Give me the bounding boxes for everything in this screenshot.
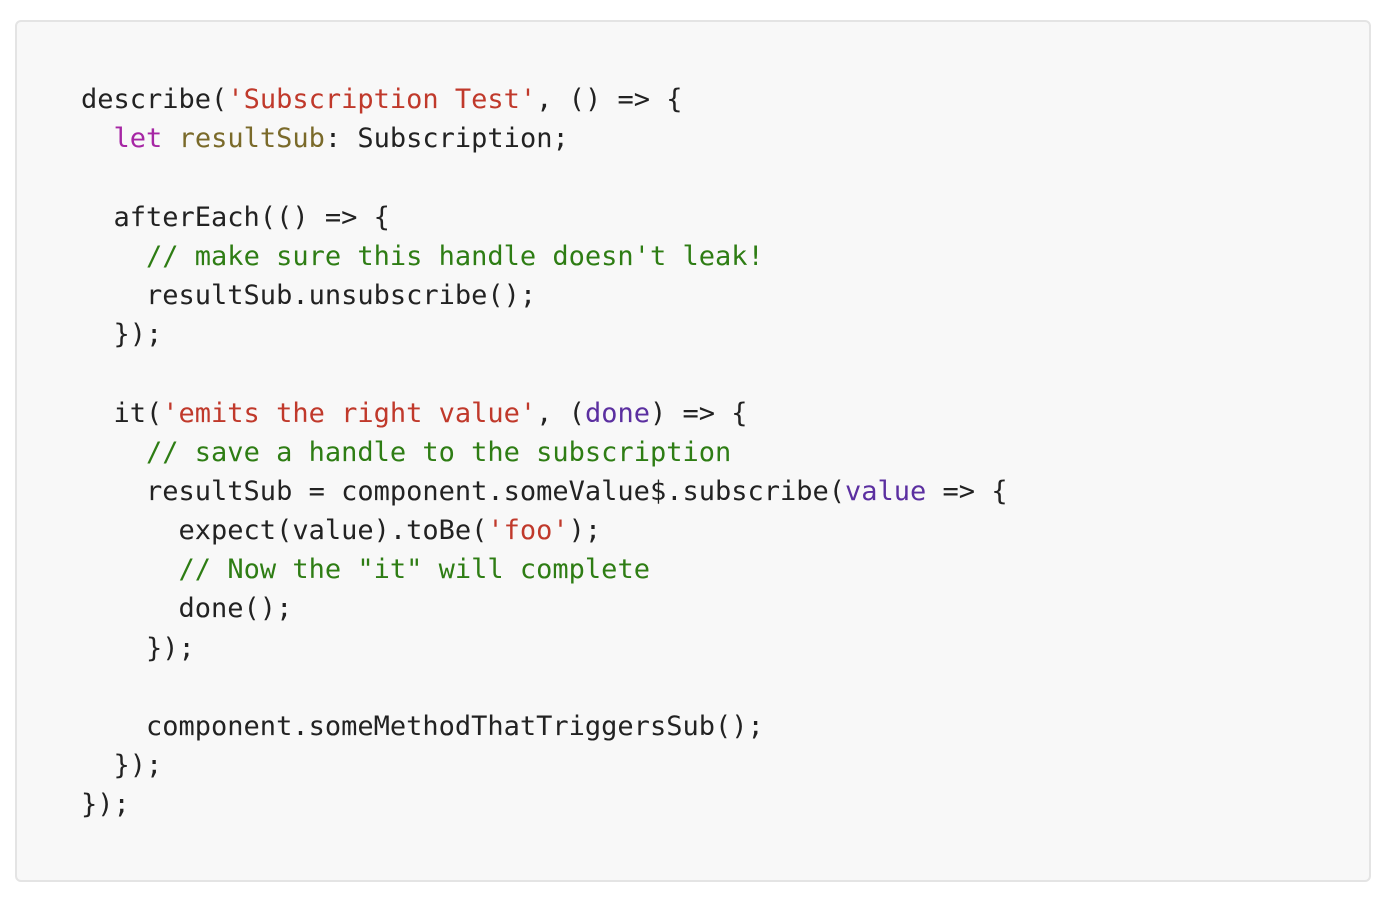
code-token-parameter: value [845,475,927,507]
code-token-text: done(); [81,593,293,625]
code-token-text [81,241,146,272]
code-token-text: : Subscription; [324,123,569,155]
code-token-text: it( [81,397,163,429]
code-token-text [81,554,179,585]
code-token-keyword: let [113,123,163,155]
code-line: resultSub = component.someValue$.subscri… [81,472,1008,511]
code-token-text: component.someMethodThatTriggersSub(); [81,711,764,742]
code-token-comment: // Now the "it" will complete [178,554,650,586]
code-token-string: 'foo' [487,515,569,547]
code-token-text: => { [926,475,1008,507]
code-content: describe('Subscription Test', () => { le… [81,80,1008,825]
code-token-string: 'emits the right value' [162,397,537,429]
code-line: // save a handle to the subscription [81,433,1008,472]
code-line: expect(value).toBe('foo'); [81,511,1008,550]
code-token-text: ); [568,515,602,547]
code-token-text: }); [81,632,195,664]
code-line: afterEach(() => { [81,198,1008,237]
code-line: // make sure this handle doesn't leak! [81,237,1008,276]
code-token-text: }); [81,789,130,821]
code-line: resultSub.unsubscribe(); [81,276,1008,315]
code-token-text [81,437,146,468]
code-line [81,668,1008,707]
code-token-text: ) => { [649,397,748,429]
code-line [81,158,1008,197]
code-token-text: }); [81,319,163,351]
code-token-text: , () => { [536,84,683,115]
code-token-string: 'Subscription Test' [227,84,537,115]
code-line: it('emits the right value', (done) => { [81,394,1008,433]
code-line: // Now the "it" will complete [81,550,1008,589]
code-line: describe('Subscription Test', () => { [81,80,1008,119]
code-token-text: , ( [536,397,585,429]
code-token-parameter: done [584,397,650,429]
code-line [81,354,1008,393]
code-token-comment: // make sure this handle doesn't leak! [146,240,764,272]
code-token-variable: resultSub [178,123,325,155]
code-line: }); [81,629,1008,668]
code-line: }); [81,746,1008,785]
code-line: }); [81,785,1008,824]
code-token-text [162,123,178,154]
code-token-text: resultSub = component.someValue$.subscri… [81,475,846,507]
code-token-text: }); [81,750,163,782]
code-line: }); [81,315,1008,354]
code-token-text [81,123,114,154]
code-token-text: expect(value).toBe( [81,515,488,547]
code-block: describe('Subscription Test', () => { le… [15,20,1371,882]
code-token-comment: // save a handle to the subscription [146,436,732,468]
code-token-text: afterEach(() => { [81,201,390,233]
code-token-text: describe( [81,84,228,115]
code-line: component.someMethodThatTriggersSub(); [81,707,1008,746]
code-line: let resultSub: Subscription; [81,119,1008,158]
code-token-text: resultSub.unsubscribe(); [81,279,537,311]
code-line: done(); [81,589,1008,628]
